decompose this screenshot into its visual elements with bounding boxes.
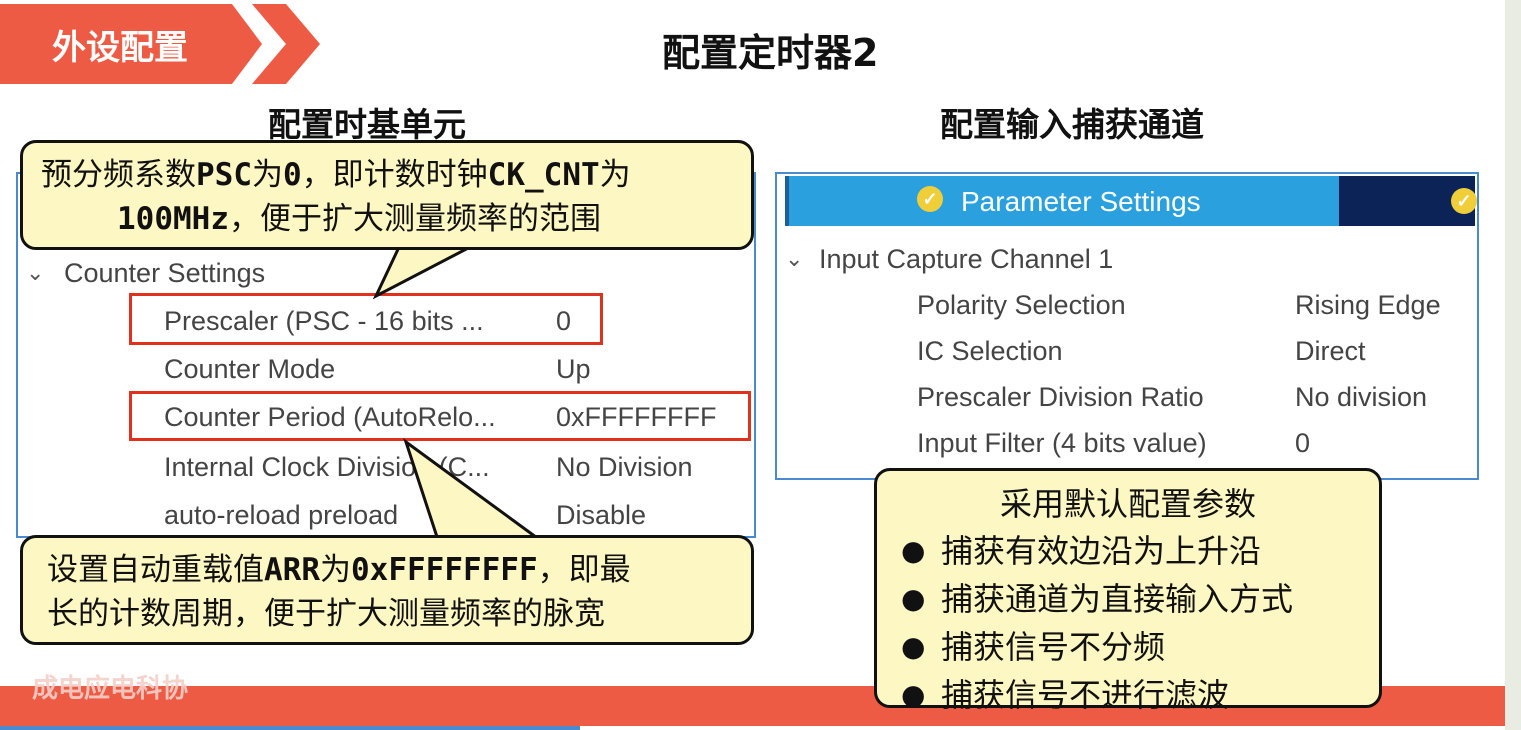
bullet-item: 捕获信号不分频 [895, 623, 1379, 671]
defaults-callout: 采用默认配置参数 捕获有效边沿为上升沿 捕获通道为直接输入方式 捕获信号不分频 … [874, 468, 1382, 719]
division-ratio-value[interactable]: No division [1295, 382, 1428, 412]
right-subtitle: 配置输入捕获通道 [940, 105, 1204, 144]
bottom-blue-line [0, 726, 580, 730]
polarity-value[interactable]: Rising Edge [1295, 290, 1441, 320]
bullet-item: 捕获信号不进行滤波 [895, 671, 1379, 719]
prescaler-callout-line2: 100MHz，便于扩大测量频率的范围 [117, 201, 601, 237]
input-filter-value[interactable]: 0 [1295, 428, 1311, 458]
defaults-callout-title: 采用默认配置参数 [999, 485, 1256, 523]
arr-callout-line1: 设置自动重载值ARR为0xFFFFFFFF，即最 [47, 552, 631, 588]
collapse-chevron-icon-2[interactable]: ⌄ [785, 246, 804, 271]
prescaler-callout-line1: 预分频系数PSC为0，即计数时钟CK_CNT为 [41, 157, 631, 193]
top-callout-tail [372, 243, 475, 300]
parameter-settings-tab[interactable]: ✓ Parameter Settings [785, 176, 1341, 226]
clock-division-value[interactable]: No Division [556, 452, 693, 482]
auto-reload-value[interactable]: Disable [556, 500, 647, 530]
counter-settings-group[interactable]: Counter Settings [64, 258, 266, 288]
left-subtitle: 配置时基单元 [268, 105, 466, 144]
collapse-chevron-icon[interactable]: ⌄ [26, 260, 45, 285]
counter-period-label: Counter Period (AutoRelo... [164, 402, 496, 432]
counter-mode-value[interactable]: Up [556, 354, 591, 384]
ic-selection-label: IC Selection [917, 336, 1063, 366]
counter-period-value[interactable]: 0xFFFFFFFF [556, 402, 717, 432]
check-icon: ✓ [917, 186, 943, 212]
division-ratio-label: Prescaler Division Ratio [917, 382, 1204, 412]
parameter-settings-label: Parameter Settings [961, 186, 1201, 217]
prescaler-label: Prescaler (PSC - 16 bits ... [164, 306, 484, 336]
next-tab[interactable]: ✓ [1339, 176, 1477, 226]
section-tag: 外设配置 [0, 4, 262, 84]
defaults-bullet-list: 捕获有效边沿为上升沿 捕获通道为直接输入方式 捕获信号不分频 捕获信号不进行滤波 [895, 527, 1379, 719]
input-filter-label: Input Filter (4 bits value) [917, 428, 1207, 458]
ic-selection-value[interactable]: Direct [1295, 336, 1366, 366]
prescaler-value[interactable]: 0 [556, 306, 572, 336]
counter-mode-label: Counter Mode [164, 354, 336, 384]
bullet-item: 捕获通道为直接输入方式 [895, 575, 1379, 623]
arr-callout-line2: 长的计数周期，便于扩大测量频率的脉宽 [47, 596, 605, 632]
right-edge-strip [1505, 0, 1521, 730]
prescaler-callout: 预分频系数PSC为0，即计数时钟CK_CNT为 100MHz，便于扩大测量频率的… [20, 140, 754, 250]
prescaler-highlight-box [129, 293, 603, 345]
check-icon-2: ✓ [1451, 188, 1477, 214]
period-highlight-box [129, 391, 751, 441]
bullet-item: 捕获有效边沿为上升沿 [895, 527, 1379, 575]
section-tag-label: 外设配置 [52, 28, 188, 68]
bottom-callout-tail [403, 438, 545, 542]
slide-title: 配置定时器2 [662, 31, 879, 75]
auto-reload-label: auto-reload preload [164, 500, 399, 530]
polarity-label: Polarity Selection [917, 290, 1126, 320]
input-capture-group[interactable]: Input Capture Channel 1 [819, 244, 1114, 274]
input-capture-panel: ✓ Parameter Settings ✓ ⌄ Input Capture C… [775, 172, 1479, 480]
watermark: 成电应电科协 [32, 674, 189, 704]
arr-callout: 设置自动重载值ARR为0xFFFFFFFF，即最 长的计数周期，便于扩大测量频率… [20, 535, 754, 645]
